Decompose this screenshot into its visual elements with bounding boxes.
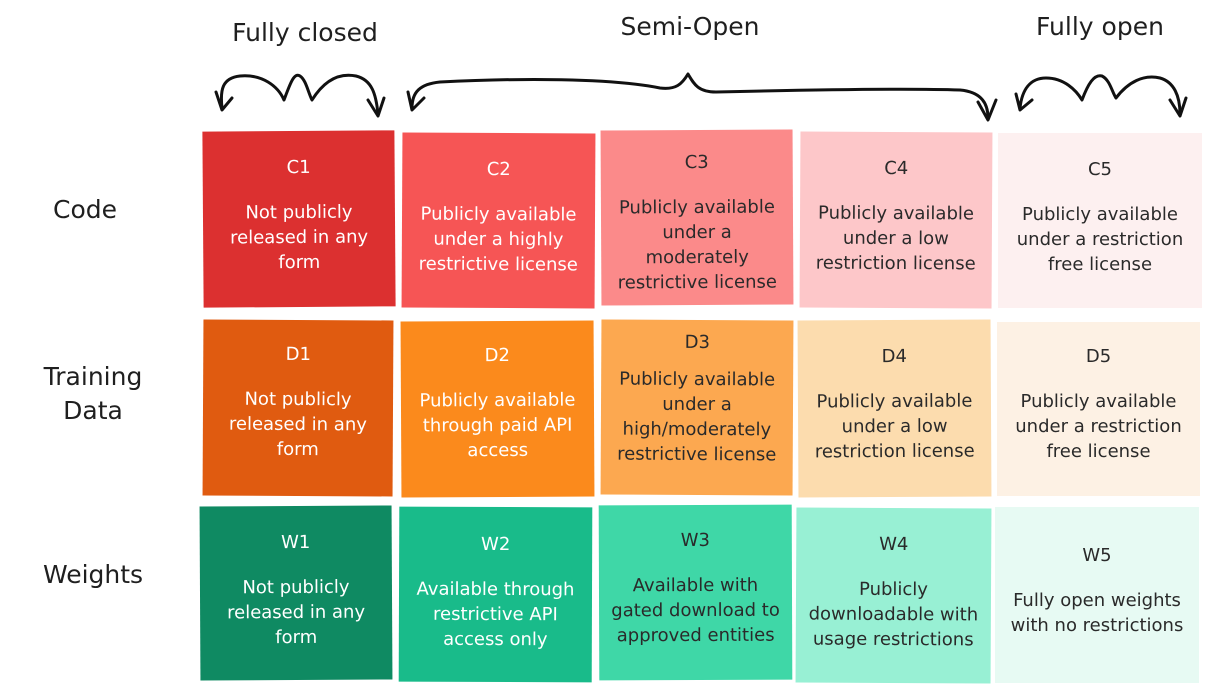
cell-w1: W1 Not publicly released in any form <box>199 505 393 681</box>
cell-d4: D4 Publicly available under a low restri… <box>797 319 992 498</box>
cell-description: Publicly downloadable with usage restric… <box>808 578 979 651</box>
cell-description: Available with gated download to approve… <box>611 574 780 647</box>
row-label-code: Code <box>52 195 117 224</box>
cell-description: Not publicly released in any form <box>230 201 369 274</box>
cell-description: Fully open weights with no restrictions <box>1010 590 1184 636</box>
cell-code-label: C5 <box>1087 159 1113 180</box>
row-label-training-data: Training Data <box>43 362 143 425</box>
cell-code-label: D4 <box>881 345 907 368</box>
cell-code-label: C3 <box>684 151 709 174</box>
cell-description: Not publicly released in any form <box>227 576 366 649</box>
cell-code-label: W1 <box>281 531 311 554</box>
cell-description: Publicly available under a high/moderate… <box>617 368 777 466</box>
cell-w5: W5 Fully open weights with no restrictio… <box>995 507 1199 683</box>
cell-code-label: D2 <box>484 344 510 367</box>
column-header-semi-open: Semi-Open <box>620 12 760 41</box>
cell-code-label: W2 <box>481 533 511 556</box>
cell-d1: D1 Not publicly released in any form <box>202 319 394 497</box>
cell-c3: C3 Publicly available under a moderately… <box>600 129 794 306</box>
column-header-fully-closed: Fully closed <box>232 18 378 47</box>
cell-d5: D5 Publicly available under a restrictio… <box>997 322 1200 496</box>
fully-open-arrowhead-left <box>1014 92 1034 112</box>
cell-description: Publicly available under a low restricti… <box>814 390 975 463</box>
cell-description: Available through restrictive API access… <box>416 578 575 651</box>
fully-closed-arrowhead-left <box>214 90 234 112</box>
cell-description: Publicly available under a restriction f… <box>1015 391 1182 462</box>
cell-w3: W3 Available with gated download to appr… <box>598 504 793 681</box>
cell-w2: W2 Available through restrictive API acc… <box>398 506 593 683</box>
semi-open-arrowhead-left <box>406 90 426 112</box>
cell-c4: C4 Publicly available under a low restri… <box>799 131 993 309</box>
cell-code-label: D1 <box>285 343 311 366</box>
fully-closed-brace <box>219 73 380 116</box>
cell-description: Publicly available under a highly restri… <box>418 203 578 276</box>
fully-open-brace <box>1018 74 1182 116</box>
cell-code-label: D5 <box>1085 346 1112 367</box>
semi-open-brace <box>410 72 990 120</box>
fully-open-arrowhead-right <box>1168 96 1188 118</box>
cell-c5: C5 Publicly available under a restrictio… <box>998 133 1202 308</box>
fully-closed-arrowhead-right <box>366 96 386 118</box>
cell-description: Publicly available under a restriction f… <box>1016 204 1184 275</box>
cell-d2: D2 Publicly available through paid API a… <box>400 320 595 498</box>
semi-open-arrowhead-right <box>976 98 998 122</box>
cell-c1: C1 Not publicly released in any form <box>202 130 396 308</box>
cell-code-label: W5 <box>1082 545 1112 566</box>
column-header-fully-open: Fully open <box>1036 12 1164 41</box>
cell-c2: C2 Publicly available under a highly res… <box>401 132 596 309</box>
cell-code-label: C4 <box>884 157 909 180</box>
cell-code-label: C2 <box>486 158 511 181</box>
cell-code-label: D3 <box>684 331 711 354</box>
cell-description: Publicly available through paid API acce… <box>419 389 576 462</box>
row-label-weights: Weights <box>42 560 144 589</box>
cell-code-label: C1 <box>286 156 311 179</box>
cell-w4: W4 Publicly downloadable with usage rest… <box>795 507 992 684</box>
cell-code-label: W4 <box>879 533 909 556</box>
cell-code-label: W3 <box>680 529 710 552</box>
cell-description: Not publicly released in any form <box>228 388 367 461</box>
cell-description: Publicly available under a moderately re… <box>617 196 777 294</box>
cell-d3: D3 Publicly available under a high/moder… <box>600 319 794 496</box>
cell-description: Publicly available under a low restricti… <box>815 202 976 275</box>
